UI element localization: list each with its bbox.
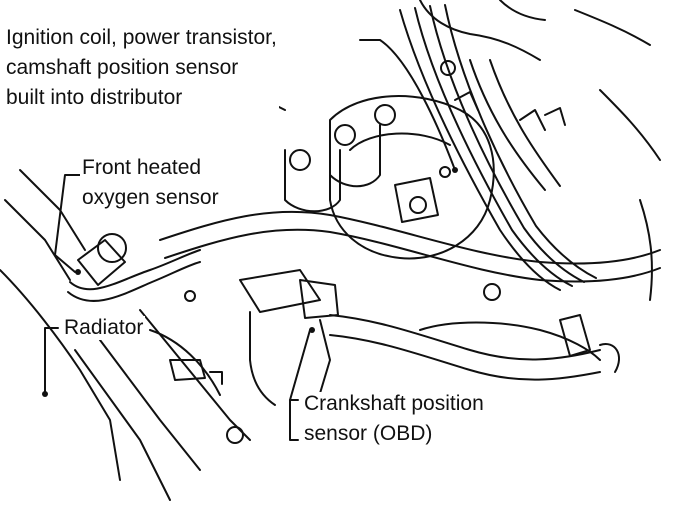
plug-wire — [444, 4, 597, 279]
housing-contour — [574, 9, 651, 46]
leader-line-oxygen — [54, 174, 81, 273]
label-oxygen-sensor: Front heated oxygen sensor — [80, 156, 221, 210]
hose-clamp — [559, 314, 591, 357]
leader-line-crank — [289, 329, 311, 401]
leader-line-crank — [289, 399, 299, 441]
engine-bolt — [289, 149, 311, 171]
hose — [159, 210, 661, 265]
oxygen-sensor-body — [77, 239, 126, 286]
label-radiator-text: Radiator — [64, 316, 144, 339]
fan-shroud — [149, 329, 221, 396]
label-ignition-line2: camshaft position sensor — [6, 56, 239, 79]
lower-hose — [329, 314, 601, 361]
oxygen-sensor-cable — [67, 261, 201, 302]
frame-rail — [0, 269, 121, 481]
engine-block — [284, 149, 341, 213]
distributor-bolt — [409, 196, 427, 214]
exhaust-pipe — [19, 169, 86, 251]
engine-bolt — [374, 104, 396, 126]
housing-contour — [419, 0, 541, 61]
oxygen-sensor-tip — [97, 233, 127, 263]
label-radiator: Radiator — [62, 316, 146, 340]
label-ignition-line3: built into distributor — [6, 86, 183, 109]
small-fitting — [226, 426, 244, 444]
connector — [299, 279, 339, 319]
bracket — [209, 371, 223, 385]
hose — [164, 228, 661, 283]
distributor-cap — [349, 132, 451, 151]
leader-dot — [75, 269, 81, 275]
bracket — [519, 109, 546, 131]
engine-bolt — [334, 124, 356, 146]
leader-dot — [42, 391, 48, 397]
leader-line-radiator — [44, 327, 59, 393]
label-crankshaft-sensor: Crankshaft position sensor (OBD) — [302, 392, 486, 446]
label-oxygen-line2: oxygen sensor — [82, 186, 219, 209]
leader-line-ignition — [359, 39, 456, 171]
lower-hose — [419, 321, 601, 361]
housing-contour — [639, 199, 653, 301]
label-oxygen-line1: Front heated — [82, 156, 202, 179]
oxygen-sensor-cable — [69, 249, 201, 291]
label-ignition-line1: Ignition coil, power transistor, — [6, 26, 277, 49]
frame-rail — [139, 309, 251, 441]
label-crank-line1: Crankshaft position — [304, 392, 484, 415]
small-fitting — [184, 290, 196, 302]
engine-block — [329, 124, 381, 188]
hose-end — [599, 343, 620, 373]
frame-rail — [74, 349, 171, 501]
connector-wire — [249, 311, 276, 406]
leader-dot — [452, 167, 458, 173]
connector — [239, 269, 321, 313]
small-fitting — [483, 283, 501, 301]
housing-contour — [599, 89, 661, 161]
leader-dot — [309, 327, 315, 333]
bracket — [454, 91, 479, 111]
plug-wire — [414, 7, 573, 287]
housing-contour — [499, 0, 546, 21]
lower-hose — [329, 334, 601, 381]
label-ignition-coil: Ignition coil, power transistor, camshaf… — [4, 26, 279, 110]
bracket — [544, 107, 566, 126]
distributor-bracket — [394, 177, 439, 223]
engine-bolt — [440, 60, 456, 76]
exhaust-pipe — [4, 199, 71, 281]
distributor-bolt — [439, 166, 451, 178]
plug-wire — [399, 9, 561, 291]
plug-wire — [469, 59, 546, 191]
label-crank-line2: sensor (OBD) — [304, 422, 433, 445]
distributor-body — [329, 95, 495, 260]
bracket — [169, 359, 206, 381]
frame-rail — [99, 339, 201, 471]
plug-wire — [489, 59, 561, 187]
